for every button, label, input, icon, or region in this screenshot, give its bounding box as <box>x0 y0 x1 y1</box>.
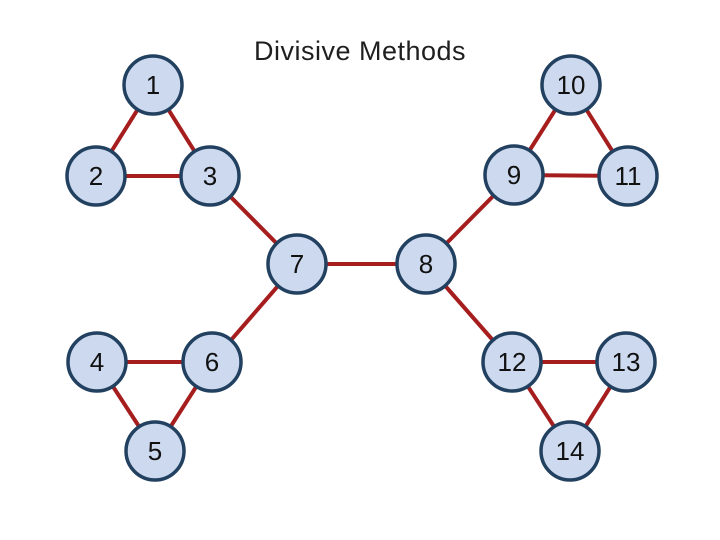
node-circle-12 <box>481 331 543 393</box>
node-7: 7 <box>266 233 328 295</box>
node-circle-9 <box>483 144 545 206</box>
node-label-2: 2 <box>89 161 103 191</box>
node-8: 8 <box>395 233 457 295</box>
node-label-14: 14 <box>556 436 585 466</box>
node-9: 9 <box>483 144 545 206</box>
node-circle-4 <box>66 331 128 393</box>
node-label-7: 7 <box>290 249 304 279</box>
node-label-6: 6 <box>205 347 219 377</box>
node-circle-2 <box>65 145 127 207</box>
node-4: 4 <box>66 331 128 393</box>
node-circle-13 <box>595 331 657 393</box>
node-label-11: 11 <box>615 161 642 191</box>
node-11: 11 <box>597 145 659 207</box>
node-circle-14 <box>539 420 601 482</box>
node-12: 12 <box>481 331 543 393</box>
node-circle-1 <box>122 54 184 116</box>
node-1: 1 <box>122 54 184 116</box>
edges-layer <box>94 83 630 453</box>
node-14: 14 <box>539 420 601 482</box>
node-label-9: 9 <box>507 160 521 190</box>
node-label-10: 10 <box>557 70 586 100</box>
node-circle-10 <box>540 54 602 116</box>
node-label-4: 4 <box>90 347 104 377</box>
node-label-3: 3 <box>203 161 217 191</box>
node-label-12: 12 <box>498 347 527 377</box>
node-circle-3 <box>179 145 241 207</box>
node-circle-11 <box>597 145 659 207</box>
node-label-1: 1 <box>146 70 160 100</box>
node-5: 5 <box>124 420 186 482</box>
node-3: 3 <box>179 145 241 207</box>
node-circle-6 <box>181 331 243 393</box>
node-circle-7 <box>266 233 328 295</box>
node-label-8: 8 <box>419 249 433 279</box>
node-label-5: 5 <box>148 436 162 466</box>
node-10: 10 <box>540 54 602 116</box>
node-circle-5 <box>124 420 186 482</box>
node-6: 6 <box>181 331 243 393</box>
page-title: Divisive Methods <box>253 36 467 66</box>
node-label-13: 13 <box>612 347 641 377</box>
node-circle-8 <box>395 233 457 295</box>
node-13: 13 <box>595 331 657 393</box>
node-2: 2 <box>65 145 127 207</box>
